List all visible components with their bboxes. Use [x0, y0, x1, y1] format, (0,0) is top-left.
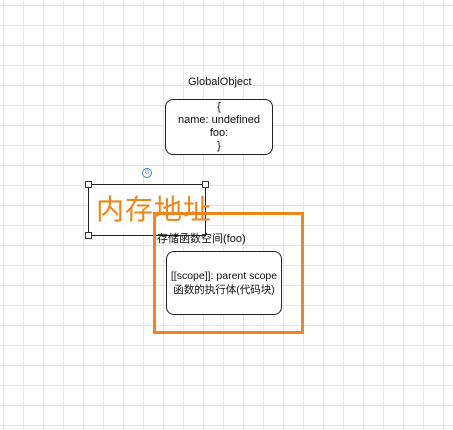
resize-handle-top-right[interactable]	[202, 181, 209, 188]
resize-handle-top-left[interactable]	[85, 181, 92, 188]
function-space-title: 存储函数空间(foo)	[157, 233, 246, 245]
global-object-close-brace: }	[217, 140, 221, 152]
global-object-name-line: name: undefined	[178, 114, 260, 126]
function-scope-line: [[scope]]: parent scope	[170, 270, 278, 282]
resize-handle-bottom-left[interactable]	[85, 232, 92, 239]
global-object-title: GlobalObject	[188, 76, 252, 88]
memory-address-label: 内存地址	[96, 193, 213, 226]
global-object-open-brace: {	[217, 101, 221, 113]
function-object-box[interactable]: [[scope]]: parent scope 函数的执行体(代码块)	[166, 251, 282, 315]
connection-hint-icon[interactable]: G	[142, 168, 152, 178]
function-space-frame[interactable]	[153, 212, 304, 334]
selected-text-box[interactable]	[85, 181, 209, 239]
global-object-foo-line: foo:	[209, 127, 229, 139]
global-object-box[interactable]: { name: undefined foo: }	[165, 99, 273, 155]
function-body-line: 函数的执行体(代码块)	[173, 284, 275, 296]
